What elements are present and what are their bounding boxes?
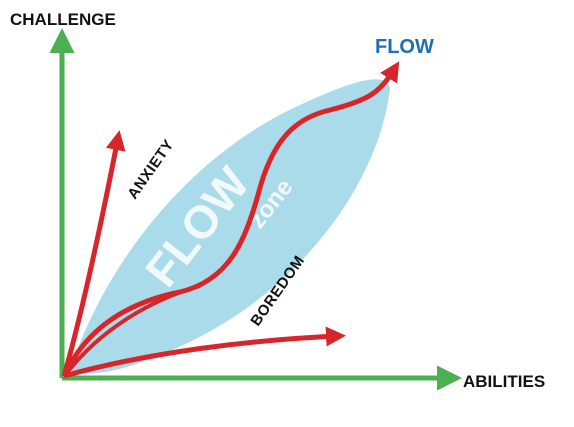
flow-label: FLOW (375, 36, 434, 58)
boredom-curve (63, 326, 346, 379)
anxiety-curve (61, 130, 126, 377)
x-axis-label: ABILITIES (463, 372, 545, 391)
lower-arc-curve (64, 284, 201, 376)
y-axis-label: CHALLENGE (10, 10, 116, 29)
flow-curve (61, 61, 400, 378)
anxiety-label: ANXIETY (124, 136, 177, 202)
